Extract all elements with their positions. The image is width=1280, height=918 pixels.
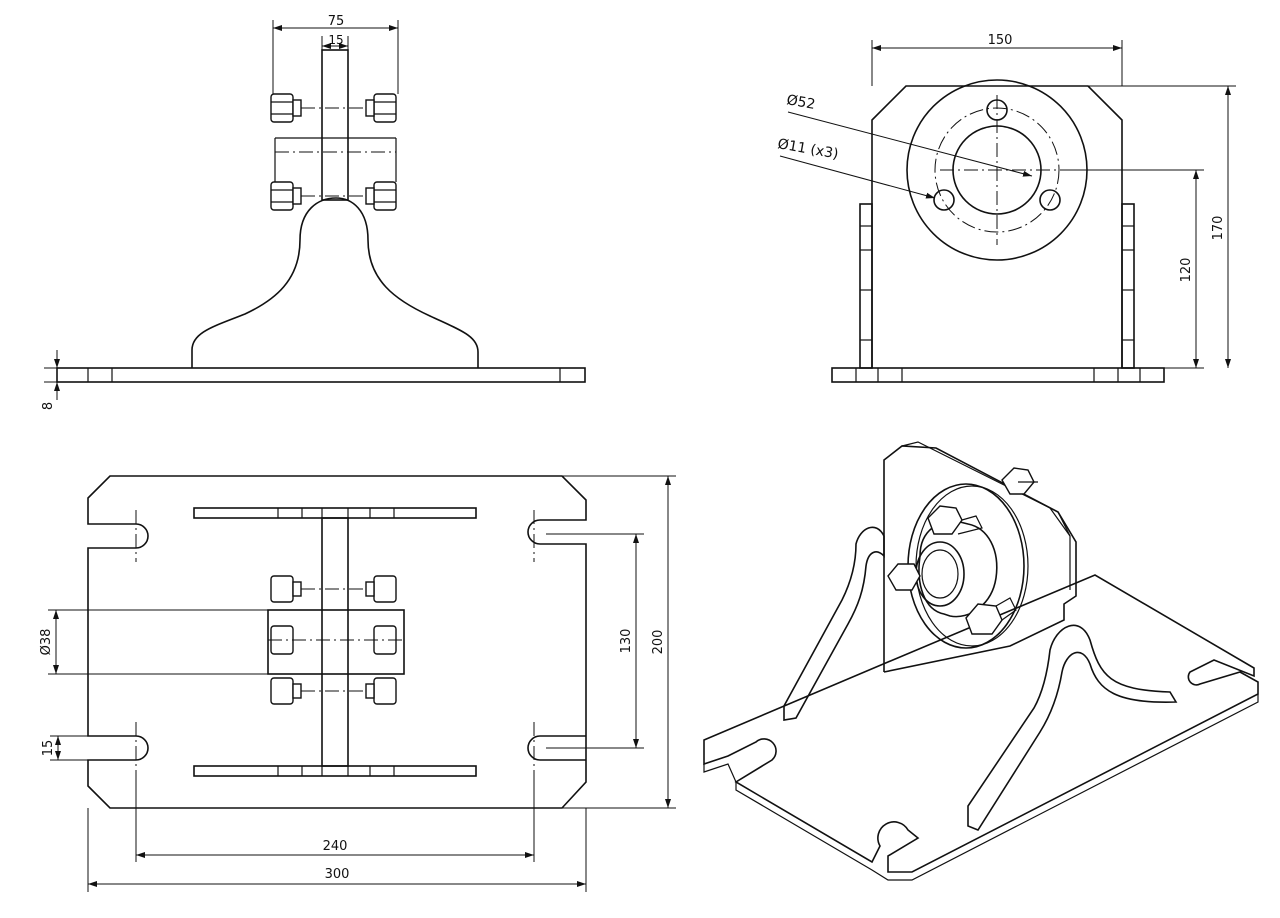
side-base-plate [831, 367, 1165, 383]
iso-vertical-plate [883, 445, 1077, 673]
side-bolt-hole [1039, 189, 1061, 211]
iso-bolt [965, 597, 1017, 635]
top-gusset [193, 765, 477, 777]
top-bolt [270, 575, 397, 603]
front-base-plate [56, 367, 586, 383]
top-dim-200: 200 [651, 630, 666, 655]
iso-gusset [967, 624, 1178, 831]
top-bolt [270, 677, 397, 705]
iso-base-plate [703, 574, 1259, 873]
side-dim-phi52: Ø52 [785, 92, 816, 113]
top-base-outline [87, 475, 587, 809]
side-dim-170: 170 [1211, 216, 1226, 241]
front-bracket-profile [191, 197, 479, 368]
top-shaft [267, 609, 405, 675]
side-view: 150 Ø52 Ø11 (x3) 120 170 [776, 33, 1236, 383]
iso-flange [907, 483, 1025, 649]
top-vertical-plate [321, 517, 349, 767]
front-vertical-plate [321, 49, 349, 201]
front-dim-15: 15 [328, 33, 343, 47]
side-dim-phi11: Ø11 (x3) [776, 136, 839, 162]
front-bolt-lower [270, 181, 397, 211]
iso-bolt [1001, 467, 1038, 495]
top-dim-240: 240 [323, 839, 348, 854]
iso-bolt [887, 563, 921, 591]
iso-bolt [927, 505, 983, 535]
top-dim-15: 15 [41, 740, 56, 757]
front-dim-8: 8 [41, 402, 56, 410]
side-dim-150: 150 [988, 33, 1013, 48]
iso-gusset [783, 526, 885, 721]
front-dim-75: 75 [328, 14, 345, 29]
top-dim-130: 130 [619, 629, 634, 654]
front-view: 75 15 8 [41, 14, 586, 410]
side-dim-120: 120 [1179, 258, 1194, 283]
front-bolt-upper [270, 93, 397, 123]
top-dim-300: 300 [325, 867, 350, 882]
top-view: Ø38 15 130 200 240 300 [39, 475, 676, 892]
side-bolt-hole [933, 189, 955, 211]
top-gusset [193, 507, 477, 519]
top-dim-phi38: Ø38 [39, 629, 54, 656]
side-vertical-plate [871, 85, 1123, 368]
isometric-view [703, 441, 1259, 881]
